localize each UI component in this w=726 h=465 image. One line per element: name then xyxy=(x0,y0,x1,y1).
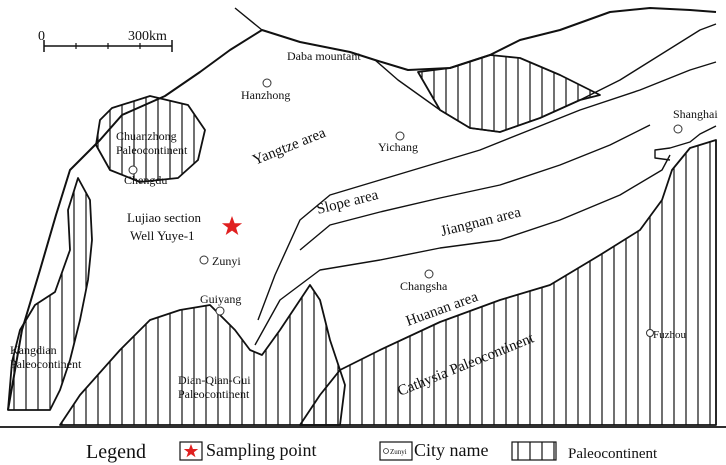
city-label-chengdu: Chengdu xyxy=(124,173,167,187)
jiangnan-southern-boundary xyxy=(254,154,671,346)
region-label-kangdian-line1: Kangdian xyxy=(10,343,57,357)
region-label-yangtze: Yangtze area xyxy=(251,125,329,169)
city-changsha: Changsha xyxy=(400,269,448,293)
legend-sampling-label: Sampling point xyxy=(206,440,317,460)
cathysia-paleocontinent xyxy=(299,139,717,426)
region-label-chuanzhong-line1: Chuanzhong xyxy=(116,129,177,143)
region-label-daba: Daba mountant xyxy=(287,49,361,63)
city-yichang: Yichang xyxy=(378,131,418,154)
sample-label-line1: Lujiao section xyxy=(127,210,202,225)
daba-paleocontinent-sliver xyxy=(417,54,601,133)
legend-paleocontinent-swatch xyxy=(511,441,557,461)
city-label-fuzhou: Fuzhou xyxy=(653,329,687,341)
region-label-kangdian-line2: Paleocontinent xyxy=(10,357,82,371)
legend-city-icon-text: Zunyi xyxy=(390,448,407,456)
city-label-hanzhong: Hanzhong xyxy=(241,88,290,102)
sampling-star-icon xyxy=(221,216,243,235)
sample-label-line2: Well Yuye-1 xyxy=(130,228,195,243)
slope-belt-upper-boundary xyxy=(257,61,717,321)
legend-city-icon xyxy=(383,448,389,454)
legend-star-icon xyxy=(183,444,199,458)
legend: Legend Sampling point Zunyi City name Pa… xyxy=(86,440,658,463)
slope-belt-lower-boundary xyxy=(299,124,651,251)
legend-paleocontinent-label: Paleocontinent xyxy=(568,446,658,462)
region-label-chuanzhong-line2: Paleocontinent xyxy=(116,143,188,157)
region-label-jiangnan: Jiangnan area xyxy=(439,204,523,239)
region-label-dianqiangui-line2: Paleocontinent xyxy=(178,387,250,401)
sampling-point: Lujiao section Well Yuye-1 xyxy=(127,210,243,243)
city-hanzhong: Hanzhong xyxy=(241,78,290,102)
city-chengdu: Chengdu xyxy=(124,165,167,187)
city-zunyi: Zunyi xyxy=(199,254,241,268)
legend-title: Legend xyxy=(86,441,146,463)
coastline-shanghai xyxy=(654,125,717,161)
region-label-dianqiangui-line1: Dian-Qian-Gui xyxy=(178,373,251,387)
legend-city-label: City name xyxy=(414,440,489,460)
city-shanghai: Shanghai xyxy=(673,107,718,134)
city-label-zunyi: Zunyi xyxy=(212,254,241,268)
city-guiyang: Guiyang xyxy=(200,292,241,316)
legend-city-swatch xyxy=(379,441,413,461)
city-fuzhou: Fuzhou xyxy=(646,329,687,341)
chuanzhong-paleocontinent xyxy=(95,95,206,183)
yangtze-platform-outline xyxy=(7,7,717,411)
scale-bar: 0 300km xyxy=(38,29,173,52)
scale-bar-end-label: 300km xyxy=(128,29,167,44)
city-label-changsha: Changsha xyxy=(400,279,448,293)
city-label-guiyang: Guiyang xyxy=(200,292,241,306)
city-label-yichang: Yichang xyxy=(378,140,418,154)
region-label-slope: Slope area xyxy=(315,187,380,218)
scale-bar-start-label: 0 xyxy=(38,29,45,44)
dian-qian-gui-paleocontinent xyxy=(59,284,346,426)
city-label-shanghai: Shanghai xyxy=(673,107,718,121)
kangdian-paleocontinent xyxy=(7,177,93,411)
